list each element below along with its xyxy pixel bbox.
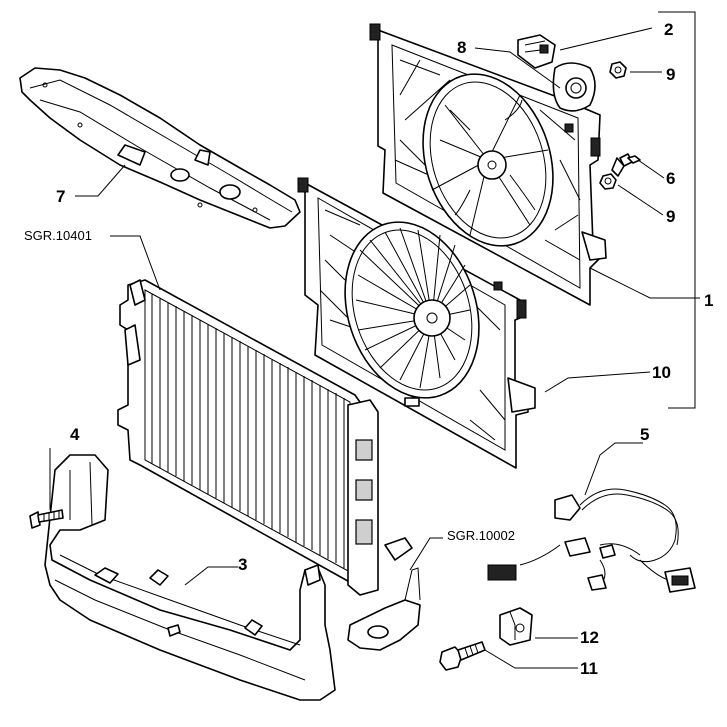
group-bracket-1 [658,11,696,409]
callout-11: 11 [580,659,598,678]
radiator-bracket [347,567,421,651]
leader-lines [49,27,700,669]
nut-9-upper [609,61,627,79]
callout-10: 10 [652,363,671,382]
radiator [117,279,413,596]
callout-9-lower: 9 [666,207,675,226]
rear-fan-shroud [369,23,607,306]
callout-8: 8 [457,38,466,57]
callout-6: 6 [666,169,675,188]
callout-5: 5 [640,425,649,444]
screw-4 [29,509,64,529]
callout-1: 1 [704,291,713,310]
callout-9-upper: 9 [666,65,675,84]
reference-radiator: SGR.10401 [24,228,92,243]
wiring-harness [487,488,696,593]
callout-2: 2 [664,20,673,39]
callout-3: 3 [238,555,247,574]
callout-12: 12 [580,628,599,647]
front-fan-shroud [297,177,536,469]
lower-air-deflector [44,454,336,701]
reference-bracket: SGR.10002 [447,528,515,543]
clip-12 [499,607,533,646]
callout-4: 4 [70,425,80,444]
fan-resistor-connector [517,34,596,112]
bolt-6 [611,153,641,177]
nut-9-lower [599,173,617,190]
callout-7: 7 [56,187,65,206]
bolt-11 [439,641,486,671]
top-cover-panel [19,67,301,229]
